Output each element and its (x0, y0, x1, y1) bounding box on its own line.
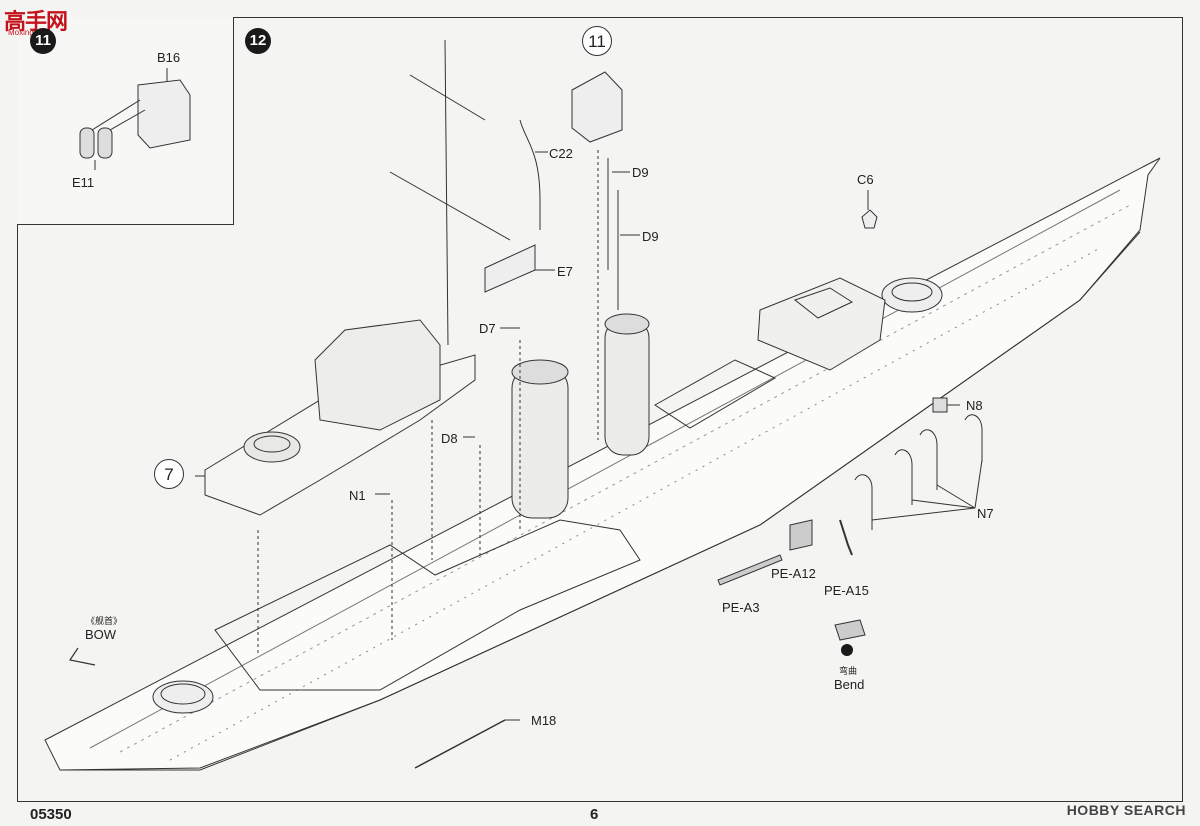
part-label-n7: N7 (977, 506, 994, 521)
bend-label: Bend (834, 677, 865, 692)
subassembly-ref-11: 11 (582, 26, 612, 56)
part-label-pe-a12: PE-A12 (771, 566, 816, 581)
part-label-d7: D7 (479, 321, 496, 336)
hull-outline (44, 157, 1161, 771)
aft-funnel (604, 319, 650, 456)
bow-label-cn: 《舰首》 (86, 616, 123, 626)
deck-panel (214, 519, 641, 691)
aft-deckhouse (757, 277, 886, 371)
subassembly-ref-7: 7 (154, 459, 184, 489)
part-label-m18: M18 (531, 713, 557, 728)
part-label-e7: E7 (557, 264, 573, 279)
forward-turret-ring (152, 680, 214, 714)
hobby-search-logo: HOBBY SEARCH (1066, 802, 1186, 818)
part-label-c22: C22 (549, 146, 573, 161)
bend-label-cn: 弯曲 (839, 666, 858, 676)
part-label-pe-a3: PE-A3 (722, 600, 760, 615)
part-label-n8: N8 (966, 398, 983, 413)
part-label-n1: N1 (349, 488, 366, 503)
mast (444, 39, 449, 346)
part-label-d9-lower: D9 (642, 229, 659, 244)
part-label-b16: B16 (157, 50, 181, 65)
page-frame (17, 17, 1183, 802)
part-label-d9-upper: D9 (632, 165, 649, 180)
part-label-e11: E11 (72, 175, 95, 190)
page-number: 6 (590, 806, 599, 823)
part-label-d8: D8 (441, 431, 458, 446)
step-number-11: 11 (30, 28, 56, 54)
part-label-pe-a15: PE-A15 (824, 583, 869, 598)
product-code: 05350 (30, 806, 72, 823)
bow-label: BOW (85, 627, 117, 642)
step-number-12: 12 (245, 28, 271, 54)
watermark-subtitle: Moxing.com (8, 28, 52, 37)
part-label-c6: C6 (857, 172, 874, 187)
